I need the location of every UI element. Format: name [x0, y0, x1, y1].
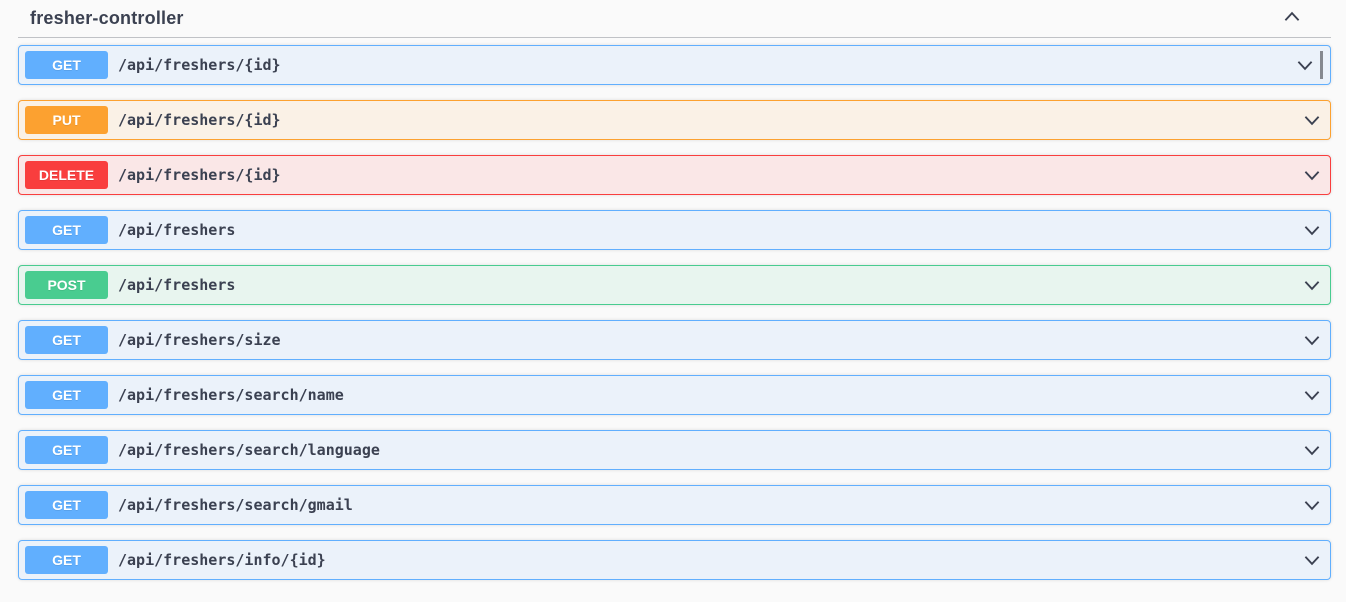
endpoint-row[interactable]: GET /api/freshers/info/{id} — [18, 540, 1331, 580]
method-badge: POST — [25, 271, 108, 299]
method-badge: GET — [25, 491, 108, 519]
endpoint-row[interactable]: GET /api/freshers/search/language — [18, 430, 1331, 470]
chevron-down-icon[interactable] — [1301, 384, 1323, 406]
chevron-down-icon[interactable] — [1301, 274, 1323, 296]
endpoint-row[interactable]: POST /api/freshers — [18, 265, 1331, 305]
collapse-section-button[interactable] — [1281, 6, 1303, 31]
endpoint-path: /api/freshers — [118, 276, 236, 294]
api-tag-section: fresher-controller GET /api/freshers/{id… — [18, 0, 1331, 580]
endpoint-row[interactable]: GET /api/freshers — [18, 210, 1331, 250]
page-title: fresher-controller — [30, 8, 184, 28]
endpoint-row[interactable]: GET /api/freshers/search/name — [18, 375, 1331, 415]
endpoint-path: /api/freshers — [118, 221, 236, 239]
chevron-down-icon[interactable] — [1301, 439, 1323, 461]
endpoint-path: /api/freshers/search/gmail — [118, 496, 353, 514]
chevron-down-icon[interactable] — [1301, 219, 1323, 241]
endpoint-row[interactable]: PUT /api/freshers/{id} — [18, 100, 1331, 140]
chevron-down-icon[interactable] — [1294, 54, 1316, 76]
method-badge: PUT — [25, 106, 108, 134]
chevron-down-icon[interactable] — [1301, 494, 1323, 516]
endpoint-list: GET /api/freshers/{id} PUT /api/freshers… — [18, 45, 1331, 580]
method-badge: GET — [25, 326, 108, 354]
method-badge: GET — [25, 546, 108, 574]
endpoint-row[interactable]: DELETE /api/freshers/{id} — [18, 155, 1331, 195]
method-badge: GET — [25, 51, 108, 79]
endpoint-path: /api/freshers/size — [118, 331, 281, 349]
chevron-down-icon[interactable] — [1301, 164, 1323, 186]
chevron-down-icon[interactable] — [1301, 109, 1323, 131]
section-header[interactable]: fresher-controller — [18, 0, 1331, 38]
endpoint-row[interactable]: GET /api/freshers/{id} — [18, 45, 1331, 85]
text-cursor — [1320, 51, 1323, 79]
endpoint-path: /api/freshers/info/{id} — [118, 551, 326, 569]
endpoint-path: /api/freshers/search/name — [118, 386, 344, 404]
chevron-up-icon — [1281, 6, 1303, 31]
endpoint-path: /api/freshers/{id} — [118, 56, 281, 74]
endpoint-path: /api/freshers/{id} — [118, 111, 281, 129]
chevron-down-icon[interactable] — [1301, 549, 1323, 571]
endpoint-row[interactable]: GET /api/freshers/size — [18, 320, 1331, 360]
endpoint-path: /api/freshers/{id} — [118, 166, 281, 184]
chevron-down-icon[interactable] — [1301, 329, 1323, 351]
endpoint-row[interactable]: GET /api/freshers/search/gmail — [18, 485, 1331, 525]
endpoint-path: /api/freshers/search/language — [118, 441, 380, 459]
method-badge: GET — [25, 436, 108, 464]
method-badge: GET — [25, 381, 108, 409]
method-badge: DELETE — [25, 161, 108, 189]
method-badge: GET — [25, 216, 108, 244]
